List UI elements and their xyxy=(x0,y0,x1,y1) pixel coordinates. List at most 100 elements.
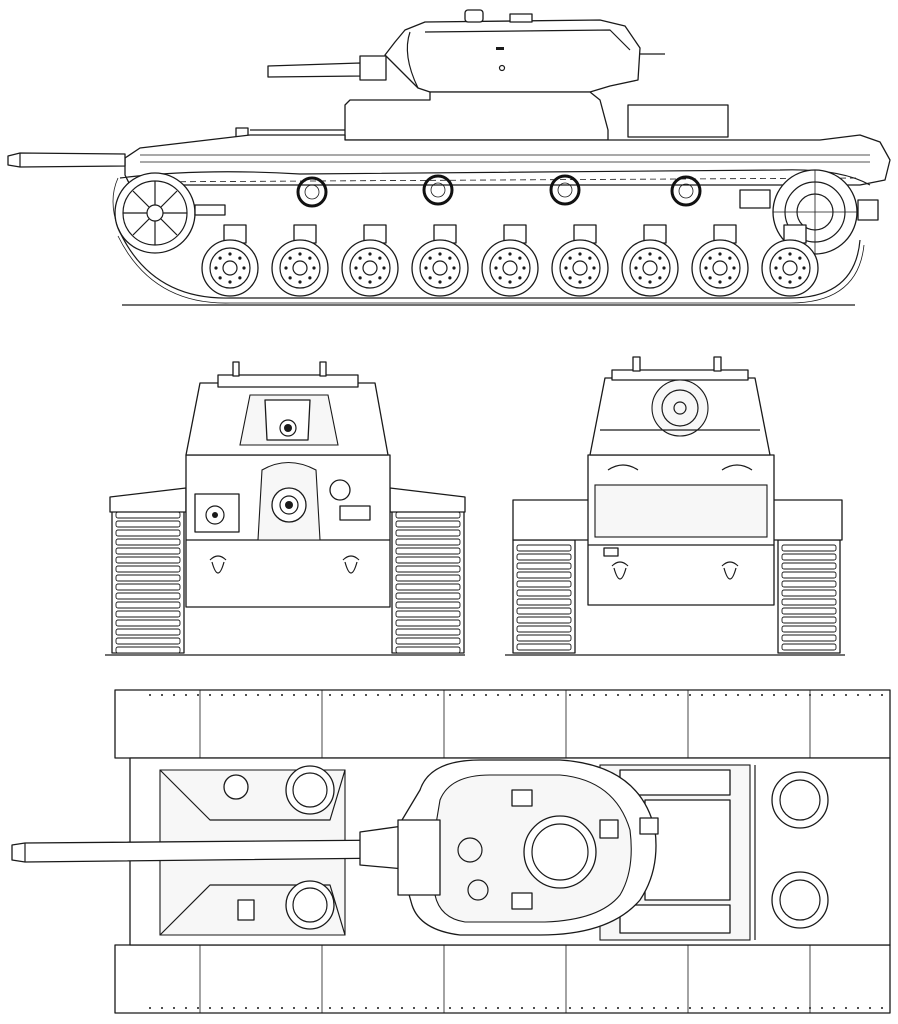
rivet xyxy=(449,1007,451,1009)
front-right-fender xyxy=(389,487,466,513)
engine-grille-bottom xyxy=(619,904,731,934)
return-roller xyxy=(296,176,328,208)
track-link xyxy=(115,592,181,600)
rivet xyxy=(797,1007,799,1009)
rivet xyxy=(665,694,667,696)
track-link xyxy=(781,598,837,606)
rivet xyxy=(257,1007,259,1009)
rivet xyxy=(773,1007,775,1009)
rivet xyxy=(317,694,319,696)
top-right-track-fender xyxy=(114,944,891,1014)
front-deck-bevels xyxy=(159,769,346,936)
rivet xyxy=(581,1007,583,1009)
engine-deck-box xyxy=(627,104,729,138)
engine-grille-top xyxy=(619,769,731,796)
tow-hook-left xyxy=(209,555,227,574)
hull-gun-barrel xyxy=(7,152,126,168)
track-bottom-run xyxy=(117,227,861,299)
track-link xyxy=(395,583,461,591)
rivet xyxy=(869,1007,871,1009)
driver-hatch xyxy=(237,899,255,921)
track-link xyxy=(781,634,837,642)
turret-roof-line xyxy=(424,29,631,51)
rivet xyxy=(545,1007,547,1009)
rivet xyxy=(401,694,403,696)
rivet xyxy=(353,694,355,696)
front-idler xyxy=(114,172,226,254)
turret-vision-block-right xyxy=(511,892,533,910)
rivet xyxy=(533,1007,535,1009)
rivet xyxy=(185,694,187,696)
rivet xyxy=(245,694,247,696)
rivet xyxy=(617,694,619,696)
rear-periscope-left xyxy=(632,356,641,372)
rivet xyxy=(473,694,475,696)
turret-front-armor xyxy=(397,819,441,896)
track-link xyxy=(395,529,461,537)
rivet xyxy=(221,694,223,696)
rivet xyxy=(605,694,607,696)
rivet xyxy=(281,694,283,696)
idler-adjuster xyxy=(194,204,226,216)
rivet xyxy=(713,1007,715,1009)
track-link xyxy=(781,589,837,597)
track-link xyxy=(395,565,461,573)
track-link xyxy=(516,562,572,570)
rivet xyxy=(281,1007,283,1009)
rear-turret-roof xyxy=(611,369,749,381)
top-gun-barrel xyxy=(11,839,396,863)
track-outer-edge xyxy=(117,235,865,304)
road-wheels xyxy=(201,224,819,297)
rivet xyxy=(809,694,811,696)
rivet xyxy=(413,694,415,696)
track-link xyxy=(781,625,837,633)
rivet xyxy=(761,1007,763,1009)
rivet xyxy=(689,694,691,696)
rivet xyxy=(365,694,367,696)
rivet xyxy=(149,1007,151,1009)
track-link xyxy=(516,643,572,651)
track-link xyxy=(781,580,837,588)
rivet xyxy=(473,1007,475,1009)
rear-light xyxy=(603,547,619,557)
rivet xyxy=(377,694,379,696)
track-link xyxy=(115,556,181,564)
rivet xyxy=(593,1007,595,1009)
rivet xyxy=(233,694,235,696)
track-link xyxy=(395,556,461,564)
hull-side xyxy=(124,134,891,186)
turret-rear-vent xyxy=(639,817,659,835)
turret-side xyxy=(384,19,641,93)
rear-view xyxy=(505,356,845,656)
rivet xyxy=(701,1007,703,1009)
rivet xyxy=(497,694,499,696)
rivet xyxy=(569,1007,571,1009)
rivet xyxy=(197,1007,199,1009)
rivet xyxy=(677,1007,679,1009)
rear-turret-hatch xyxy=(651,379,709,437)
rear-left-fender xyxy=(512,499,594,541)
turret-periscope xyxy=(464,9,484,23)
track-link xyxy=(115,628,181,636)
track-link xyxy=(115,637,181,645)
tow-hook-right xyxy=(342,555,360,574)
rivet xyxy=(209,694,211,696)
track-link xyxy=(395,574,461,582)
rivet xyxy=(677,694,679,696)
rear-periscope-right xyxy=(713,356,722,372)
periscope-cover xyxy=(223,774,249,800)
rear-tow-hook-left xyxy=(611,561,629,580)
track-link xyxy=(516,589,572,597)
track-link xyxy=(395,511,461,519)
rivet xyxy=(557,694,559,696)
rivet xyxy=(461,694,463,696)
track-link xyxy=(516,634,572,642)
rivet xyxy=(329,694,331,696)
turret-vision-block-rear xyxy=(599,819,619,839)
rivet xyxy=(701,694,703,696)
periscope-right xyxy=(319,361,327,377)
rivet xyxy=(521,694,523,696)
track-link xyxy=(115,529,181,537)
